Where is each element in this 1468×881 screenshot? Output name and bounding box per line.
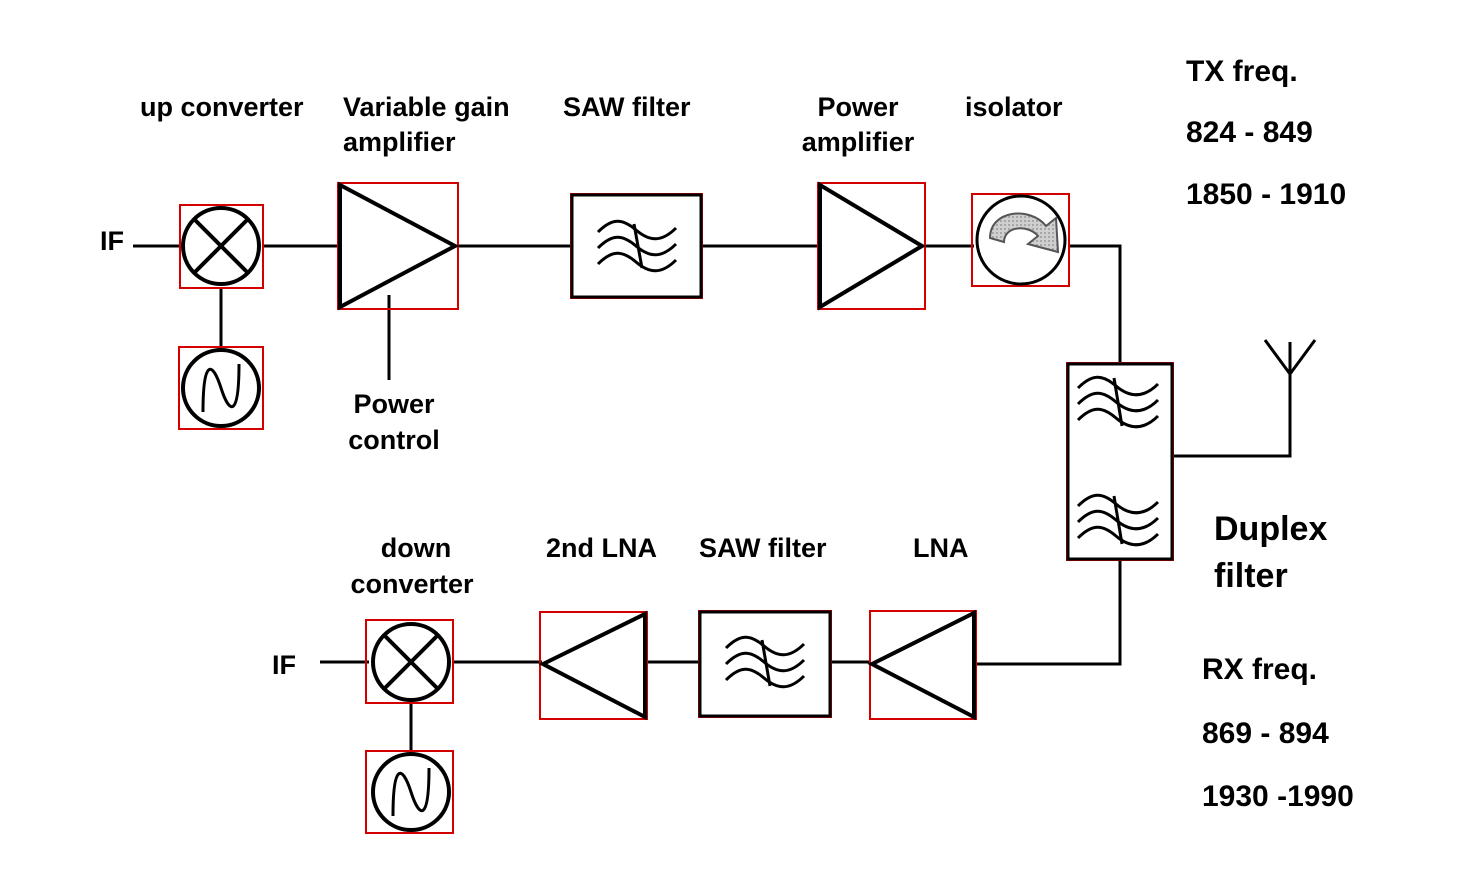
vga-label-line2: amplifier [343,127,456,157]
duplex-filter-icon [1066,362,1174,561]
isolator-label: isolator [965,92,1063,122]
up-converter-label: up converter [140,92,304,122]
power-amplifier-icon [817,181,926,311]
rx-saw-filter-label: SAW filter [699,533,827,563]
tx-if-label: IF [100,226,124,256]
variable-gain-amplifier-icon [337,181,460,311]
rx-wires [320,560,1122,752]
isolator-icon [971,193,1070,287]
rx-if-label: IF [272,650,296,680]
rx-freq-title: RX freq. [1202,653,1318,686]
rx-saw-filter-icon [698,610,832,718]
tx-saw-filter-icon [570,193,703,299]
rx-freq-band1: 869 - 894 [1202,717,1329,750]
second-lna-icon [538,610,648,721]
tx-saw-filter-label: SAW filter [563,92,691,122]
power-control-line1: Power [353,389,435,419]
rx-local-oscillator-icon [365,750,454,834]
vga-label-line1: Variable gain [343,92,510,122]
pa-label-line2: amplifier [801,127,915,157]
power-control-line2: control [348,425,440,455]
tx-freq-title: TX freq. [1186,55,1298,88]
up-converter-mixer-icon [179,204,264,289]
tx-local-oscillator-icon [178,346,264,430]
rx-freq-band2: 1930 -1990 [1202,780,1354,813]
down-converter-mixer-icon [365,619,454,704]
lna-label: LNA [913,533,969,563]
second-lna-label: 2nd LNA [546,533,657,563]
duplex-label-line1: Duplex [1214,510,1328,548]
tx-freq-band2: 1850 - 1910 [1186,178,1347,211]
antenna [1173,339,1317,458]
tx-wires [133,244,1122,380]
down-converter-line2: converter [350,569,474,599]
pa-label-line1: Power [817,92,899,122]
tx-freq-band1: 824 - 849 [1186,116,1313,149]
down-converter-line1: down [380,533,452,563]
lna-icon [867,609,977,721]
duplex-label-line2: filter [1214,557,1288,595]
